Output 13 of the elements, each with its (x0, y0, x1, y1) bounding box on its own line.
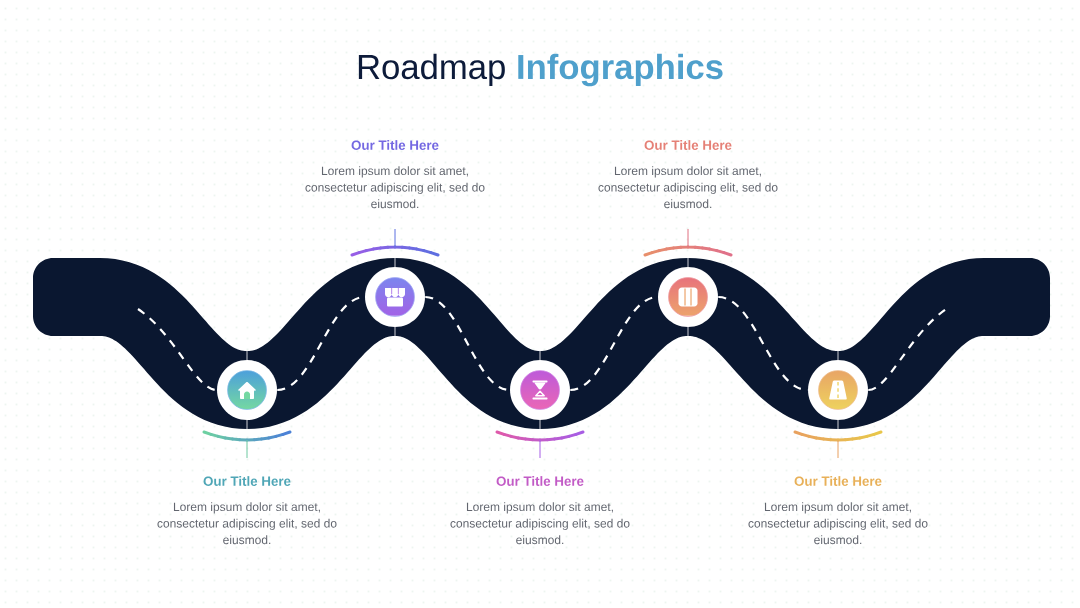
milestone-title: Our Title Here (351, 140, 439, 150)
lane-marking (137, 308, 217, 392)
milestone-title: Our Title Here (794, 476, 882, 486)
lane-marking (868, 309, 946, 392)
description-text: Lorem ipsum dolor sit amet, consectetur adipiscing elit, sed do eiusmod. (450, 502, 630, 545)
title: Roadmap Infographics (358, 53, 723, 87)
milestone-title: Our Title Here (203, 476, 291, 486)
description-text: Lorem ipsum dolor sit amet, consectetur adipiscing elit, sed do eiusmod. (305, 166, 485, 209)
description-text: Lorem ipsum dolor sit amet, consectetur adipiscing elit, sed do eiusmod. (748, 502, 928, 545)
milestone-title: Our Title Here (496, 476, 584, 486)
description-text: Lorem ipsum dolor sit amet, consectetur adipiscing elit, sed do eiusmod. (598, 166, 778, 209)
description-text: Lorem ipsum dolor sit amet, consectetur adipiscing elit, sed do eiusmod. (157, 502, 337, 545)
milestone-title: Our Title Here (644, 140, 732, 150)
